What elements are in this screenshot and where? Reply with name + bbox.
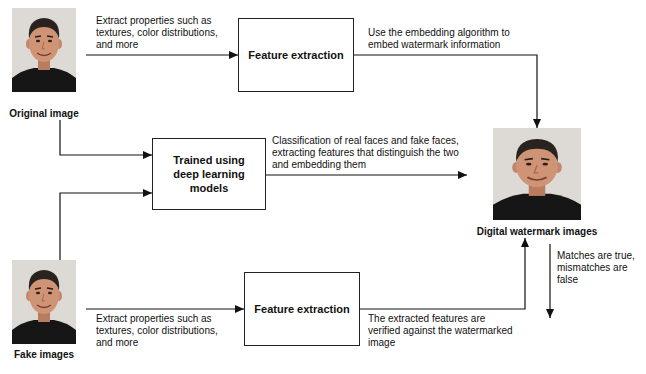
face-photo: [12, 260, 76, 344]
flow-arrow: [86, 308, 244, 309]
flow-arrow: [60, 120, 152, 155]
image-node: Fake images: [2, 260, 86, 361]
image-caption: Original image: [2, 108, 86, 120]
process-box: Trained using deep learning models: [152, 138, 266, 210]
flow-arrow: [86, 54, 238, 55]
flow-arrow: [360, 238, 525, 309]
flow-arrow: [60, 193, 152, 260]
image-caption: Digital watermark images: [467, 226, 607, 238]
flow-arrow: [266, 174, 467, 175]
result-arrow: [549, 244, 550, 318]
edge-label: Extract properties such as textures, col…: [96, 313, 232, 349]
face-illustration: [493, 128, 581, 220]
face-illustration: [12, 260, 76, 344]
box-label: Feature extraction: [248, 48, 343, 62]
edge-group: [60, 55, 537, 309]
process-box: Feature extraction: [244, 272, 360, 346]
image-node: Digital watermark images: [467, 128, 607, 238]
box-label: Trained using deep learning models: [159, 153, 259, 195]
edge-label: The extracted features are verified agai…: [368, 313, 518, 349]
box-label: Feature extraction: [254, 302, 349, 316]
process-box: Feature extraction: [238, 18, 354, 92]
result-note: Matches are true, mismatches are false: [557, 250, 641, 286]
face-photo: [12, 8, 76, 92]
edge-label: Classification of real faces and fake fa…: [272, 135, 468, 171]
image-node: Original image: [2, 8, 86, 120]
edge-label: Extract properties such as textures, col…: [96, 15, 232, 51]
image-caption: Fake images: [2, 349, 86, 361]
flow-arrow: [354, 55, 537, 128]
face-photo: [493, 128, 581, 220]
face-illustration: [12, 8, 76, 92]
edge-label: Use the embedding algorithm to embed wat…: [368, 27, 518, 51]
